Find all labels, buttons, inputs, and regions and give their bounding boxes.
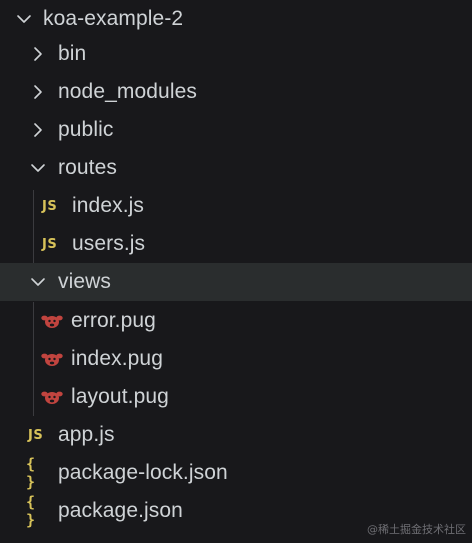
tree-root-koa-example-2[interactable]: koa-example-2: [0, 0, 472, 38]
tree-item-label: layout.pug: [71, 385, 169, 408]
tree-item-label: koa-example-2: [43, 7, 184, 30]
tree-item-label: error.pug: [71, 309, 156, 332]
javascript-file-icon: JS: [28, 427, 44, 443]
watermark-text: @稀土掘金技术社区: [367, 523, 466, 536]
indent-guide: [33, 190, 34, 266]
tree-file-routes-index-js[interactable]: JS index.js: [0, 187, 472, 225]
tree-item-label: app.js: [58, 423, 115, 446]
tree-item-label: routes: [58, 156, 117, 179]
tree-item-label: node_modules: [58, 80, 197, 103]
pug-file-icon: [41, 388, 65, 406]
tree-file-error-pug[interactable]: error.pug: [0, 302, 472, 340]
tree-file-package-json[interactable]: { } package.json: [0, 492, 472, 530]
tree-item-label: package.json: [58, 499, 183, 522]
tree-file-app-js[interactable]: JS app.js: [0, 416, 472, 454]
chevron-right-icon: [29, 121, 47, 139]
tree-item-label: index.js: [72, 194, 145, 217]
chevron-down-icon: [15, 10, 33, 28]
tree-file-index-pug[interactable]: index.pug: [0, 340, 472, 378]
tree-folder-node-modules[interactable]: node_modules: [0, 73, 472, 111]
tree-file-package-lock-json[interactable]: { } package-lock.json: [0, 454, 472, 492]
tree-item-label: bin: [58, 42, 87, 65]
tree-file-layout-pug[interactable]: layout.pug: [0, 378, 472, 416]
tree-folder-bin[interactable]: bin: [0, 35, 472, 73]
chevron-down-icon: [29, 159, 47, 177]
tree-folder-public[interactable]: public: [0, 111, 472, 149]
chevron-right-icon: [29, 83, 47, 101]
tree-item-label: package-lock.json: [58, 461, 228, 484]
tree-folder-routes[interactable]: routes: [0, 149, 472, 187]
pug-file-icon: [41, 312, 65, 330]
tree-item-label: views: [58, 270, 112, 293]
javascript-file-icon: JS: [42, 198, 58, 214]
tree-item-label: index.pug: [71, 347, 163, 370]
pug-file-icon: [41, 350, 65, 368]
json-file-icon: { }: [26, 493, 35, 529]
tree-item-label: public: [58, 118, 114, 141]
tree-item-label: users.js: [72, 232, 146, 255]
indent-guide: [33, 302, 34, 416]
tree-file-users-js[interactable]: JS users.js: [0, 225, 472, 263]
json-file-icon: { }: [26, 455, 35, 491]
chevron-right-icon: [29, 45, 47, 63]
chevron-down-icon: [29, 273, 47, 291]
javascript-file-icon: JS: [42, 236, 58, 252]
tree-folder-views[interactable]: views: [0, 263, 472, 301]
